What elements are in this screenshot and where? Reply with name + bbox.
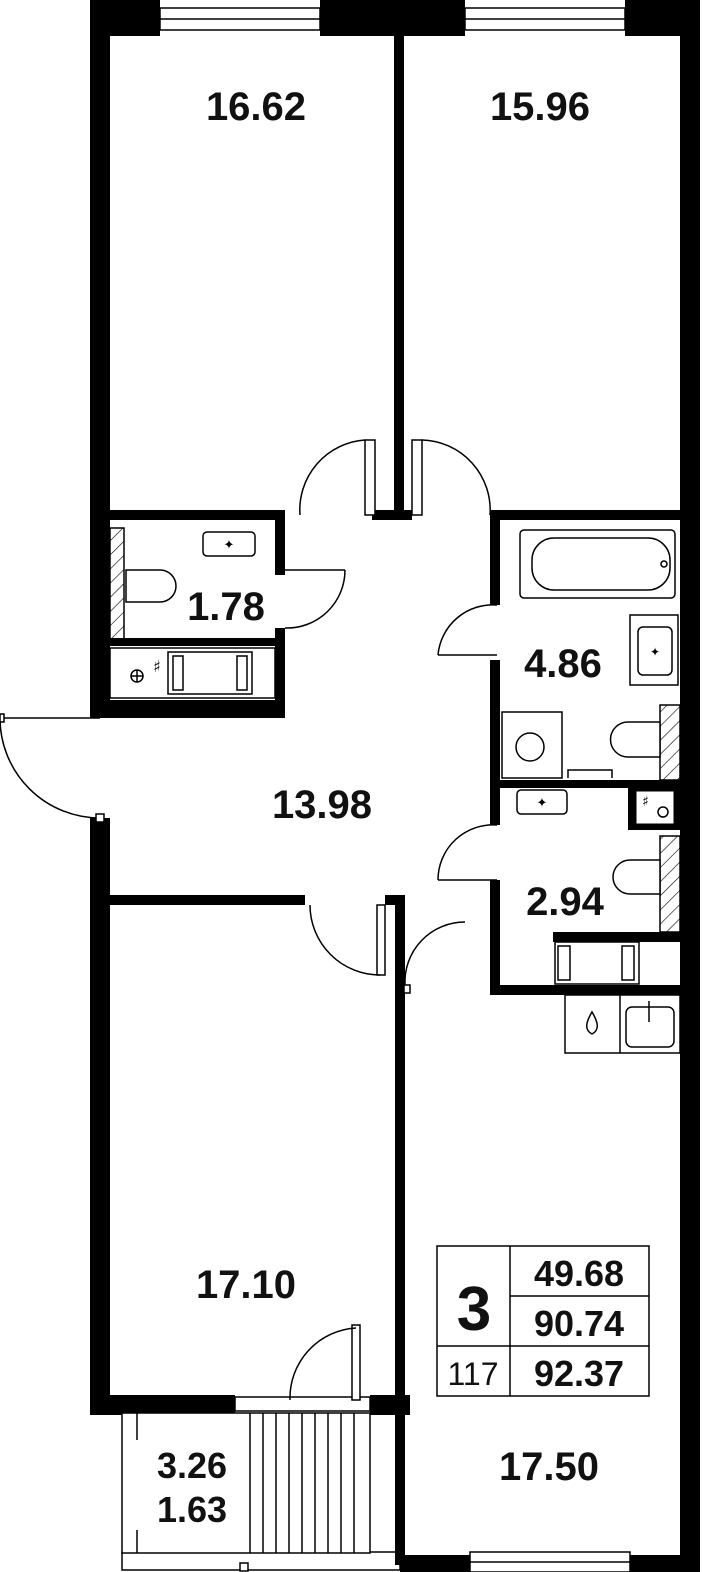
summary-table [436, 1245, 650, 1397]
label-kitchen-living: 17.50 [499, 1445, 599, 1489]
label-bedroom-top-left: 16.62 [206, 85, 306, 129]
window-balcony-top [234, 1396, 371, 1412]
svg-text:✦: ✦ [537, 796, 548, 811]
flat-number: 117 [447, 1356, 498, 1392]
balcony-area [121, 1412, 371, 1554]
rooms-count: 3 [457, 1275, 491, 1344]
window-top-right [464, 7, 626, 31]
bathroom-fixtures: ✦ [501, 529, 681, 781]
label-bedroom-bottom-left: 17.10 [196, 1263, 296, 1307]
window-balcony-bottom [121, 1551, 401, 1572]
label-balcony-reduced: 1.63 [157, 1489, 227, 1530]
window-bottom-right [469, 1551, 631, 1572]
svg-text:✦: ✦ [224, 538, 235, 553]
living-area: 49.68 [534, 1253, 624, 1294]
label-bedroom-top-right: 15.96 [490, 85, 590, 129]
label-balcony-full: 3.26 [157, 1445, 227, 1486]
wc-small-fixtures: ✦ ♯ [109, 527, 276, 699]
label-bathroom: 4.86 [524, 642, 602, 686]
riser-box [635, 790, 675, 825]
wc-second-fixtures: ✦ ♯ [516, 789, 681, 985]
svg-text:♯: ♯ [642, 794, 649, 810]
window-top-left [159, 7, 321, 31]
total-with-balcony: 92.37 [534, 1353, 624, 1394]
label-wc-small: 1.78 [187, 585, 265, 629]
label-wc-second: 2.94 [526, 880, 605, 924]
doors [0, 439, 498, 1401]
outer-walls [90, 0, 700, 1572]
svg-text:✦: ✦ [650, 645, 660, 659]
label-hallway: 13.98 [272, 783, 372, 827]
kitchen-fixtures [564, 994, 681, 1054]
total-area: 90.74 [534, 1303, 624, 1344]
svg-text:♯: ♯ [153, 657, 161, 676]
